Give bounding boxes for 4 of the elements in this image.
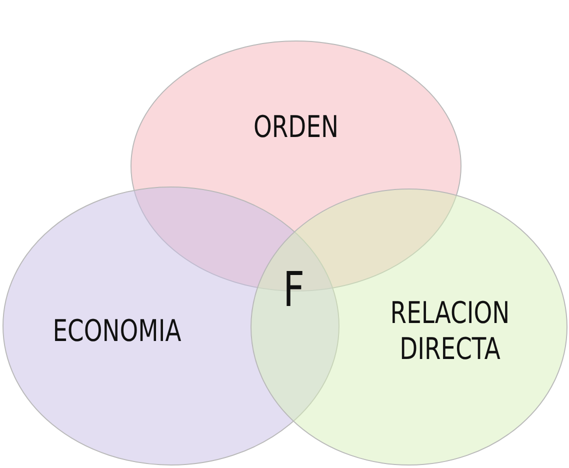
intersection-label: F: [283, 262, 305, 318]
circle-label: ECONOMIA: [52, 314, 182, 350]
circle-label: RELACION DIRECTA: [389, 296, 511, 368]
circle-label: ORDEN: [252, 110, 340, 146]
